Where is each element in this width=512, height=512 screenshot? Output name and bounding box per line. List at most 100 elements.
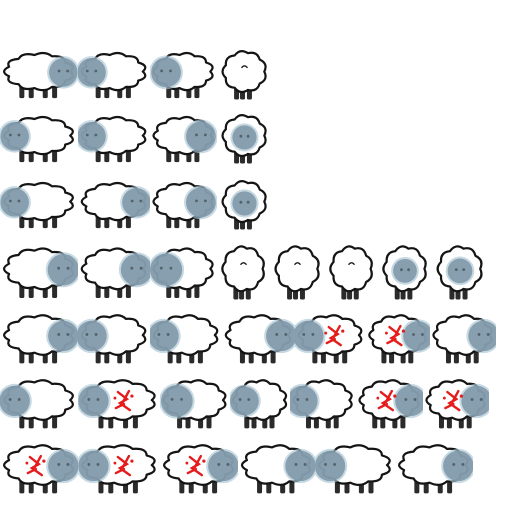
sheep-sprite-side [78, 115, 147, 163]
sheep-eye [486, 333, 490, 336]
blood-splatter [186, 454, 204, 477]
sheep-sprite-hit [78, 379, 156, 429]
sheep-face [232, 191, 257, 216]
sheep-sprite-side [432, 314, 496, 364]
sheep-face [78, 58, 106, 87]
sheep-eye [166, 333, 170, 336]
sheep-eye [407, 268, 410, 272]
sheep-face [186, 121, 216, 152]
blood-drop [442, 396, 446, 400]
sheep-eye [139, 266, 143, 270]
sheep-wool [221, 245, 265, 293]
sheep-sprite-side [3, 314, 78, 364]
sheep-tail [348, 262, 355, 266]
sheep-face [266, 320, 295, 352]
sheep-eye [85, 333, 89, 336]
sheep-eye [294, 463, 298, 466]
sheep-sprite-threeq [150, 51, 214, 99]
sheep-sprite-hit [368, 314, 430, 364]
sheep-face [78, 450, 109, 482]
sheep-sprite-threeq [152, 115, 217, 163]
sheep-tail [241, 65, 248, 69]
sheep-eye [303, 463, 307, 466]
sheep-face [0, 188, 29, 217]
blood-drop [385, 331, 388, 335]
blood-splatter [26, 454, 44, 477]
sheep-sprite-hit [358, 379, 423, 429]
sheep-eye [400, 268, 403, 272]
sheep-face [285, 450, 315, 482]
sheep-sprite-front [221, 114, 267, 164]
sheep-eye [66, 266, 70, 270]
sheep-eye [195, 133, 198, 137]
sheep-sprite-front [221, 180, 267, 230]
sheep-sprite-hit [425, 379, 489, 429]
sheep-face [232, 125, 257, 150]
sheep-tail [294, 262, 301, 266]
blood-drop [25, 461, 29, 465]
blood-drop [130, 394, 134, 398]
sheep-eye [94, 133, 98, 137]
sheep-eye [246, 134, 250, 138]
blood-drop [459, 394, 463, 398]
sheep-face [461, 385, 489, 417]
blood-splatter [377, 389, 395, 412]
sheep-eye [17, 398, 21, 401]
sheep-eye [87, 463, 91, 466]
sheep-sprite-threeq [152, 181, 217, 229]
sheep-face [208, 450, 238, 482]
sheep-eye [226, 463, 230, 466]
blood-drop [341, 329, 345, 333]
sheep-sprite-back [221, 50, 267, 100]
sheep-sprite-back [274, 245, 320, 300]
sheep-sprite-side [0, 181, 74, 229]
sheep-eye [159, 266, 163, 270]
sheep-eye [169, 266, 173, 270]
sheep-sprite-hit [78, 444, 156, 494]
sheep-face [78, 385, 109, 417]
sheep-sprite-side [0, 115, 74, 163]
sheep-eye [94, 333, 98, 336]
blood-drop [113, 396, 117, 400]
blood-drop [185, 461, 189, 465]
sheep-sprite-side [78, 51, 147, 99]
sheep-eye [17, 199, 21, 203]
sheep-eye [57, 463, 61, 466]
sheep-face [295, 320, 324, 352]
sheep-eye [311, 333, 315, 336]
sheep-eye [203, 199, 207, 203]
sheep-eye [195, 199, 198, 203]
sheep-face [0, 122, 29, 151]
sheep-wool [329, 245, 373, 293]
sheep-eye [420, 333, 424, 336]
blood-drop [42, 459, 46, 463]
blood-splatter [386, 324, 403, 347]
sheep-sprite-back [221, 245, 265, 300]
sheep-eye [452, 463, 456, 466]
sheep-face [47, 254, 78, 286]
sheep-tail [240, 262, 247, 266]
sheep-eye [85, 69, 89, 73]
sheep-sprite-front [436, 245, 483, 300]
sheep-sprite-threeq [150, 247, 214, 299]
sheep-eye [246, 200, 250, 204]
sheep-face [447, 258, 473, 284]
sheep-eye [275, 333, 279, 336]
sheep-eye [284, 333, 288, 336]
sheep-face [395, 385, 423, 417]
sheep-face [120, 254, 150, 286]
sheep-eye [85, 133, 89, 137]
sheep-eye [17, 133, 21, 137]
sheep-sprite-side [80, 181, 150, 229]
sheep-eye [454, 268, 458, 272]
sheep-eye [180, 397, 183, 401]
blood-splatter [325, 324, 342, 347]
sheep-eye [324, 463, 327, 466]
sheep-sprite-hit [3, 444, 78, 494]
sheep-eye [66, 333, 70, 336]
sheep-sprite-hit [295, 314, 363, 364]
sheep-sprite-side [3, 247, 78, 299]
blood-splatter [444, 389, 461, 412]
sheep-eye [333, 463, 336, 466]
sheep-eye [170, 397, 174, 401]
